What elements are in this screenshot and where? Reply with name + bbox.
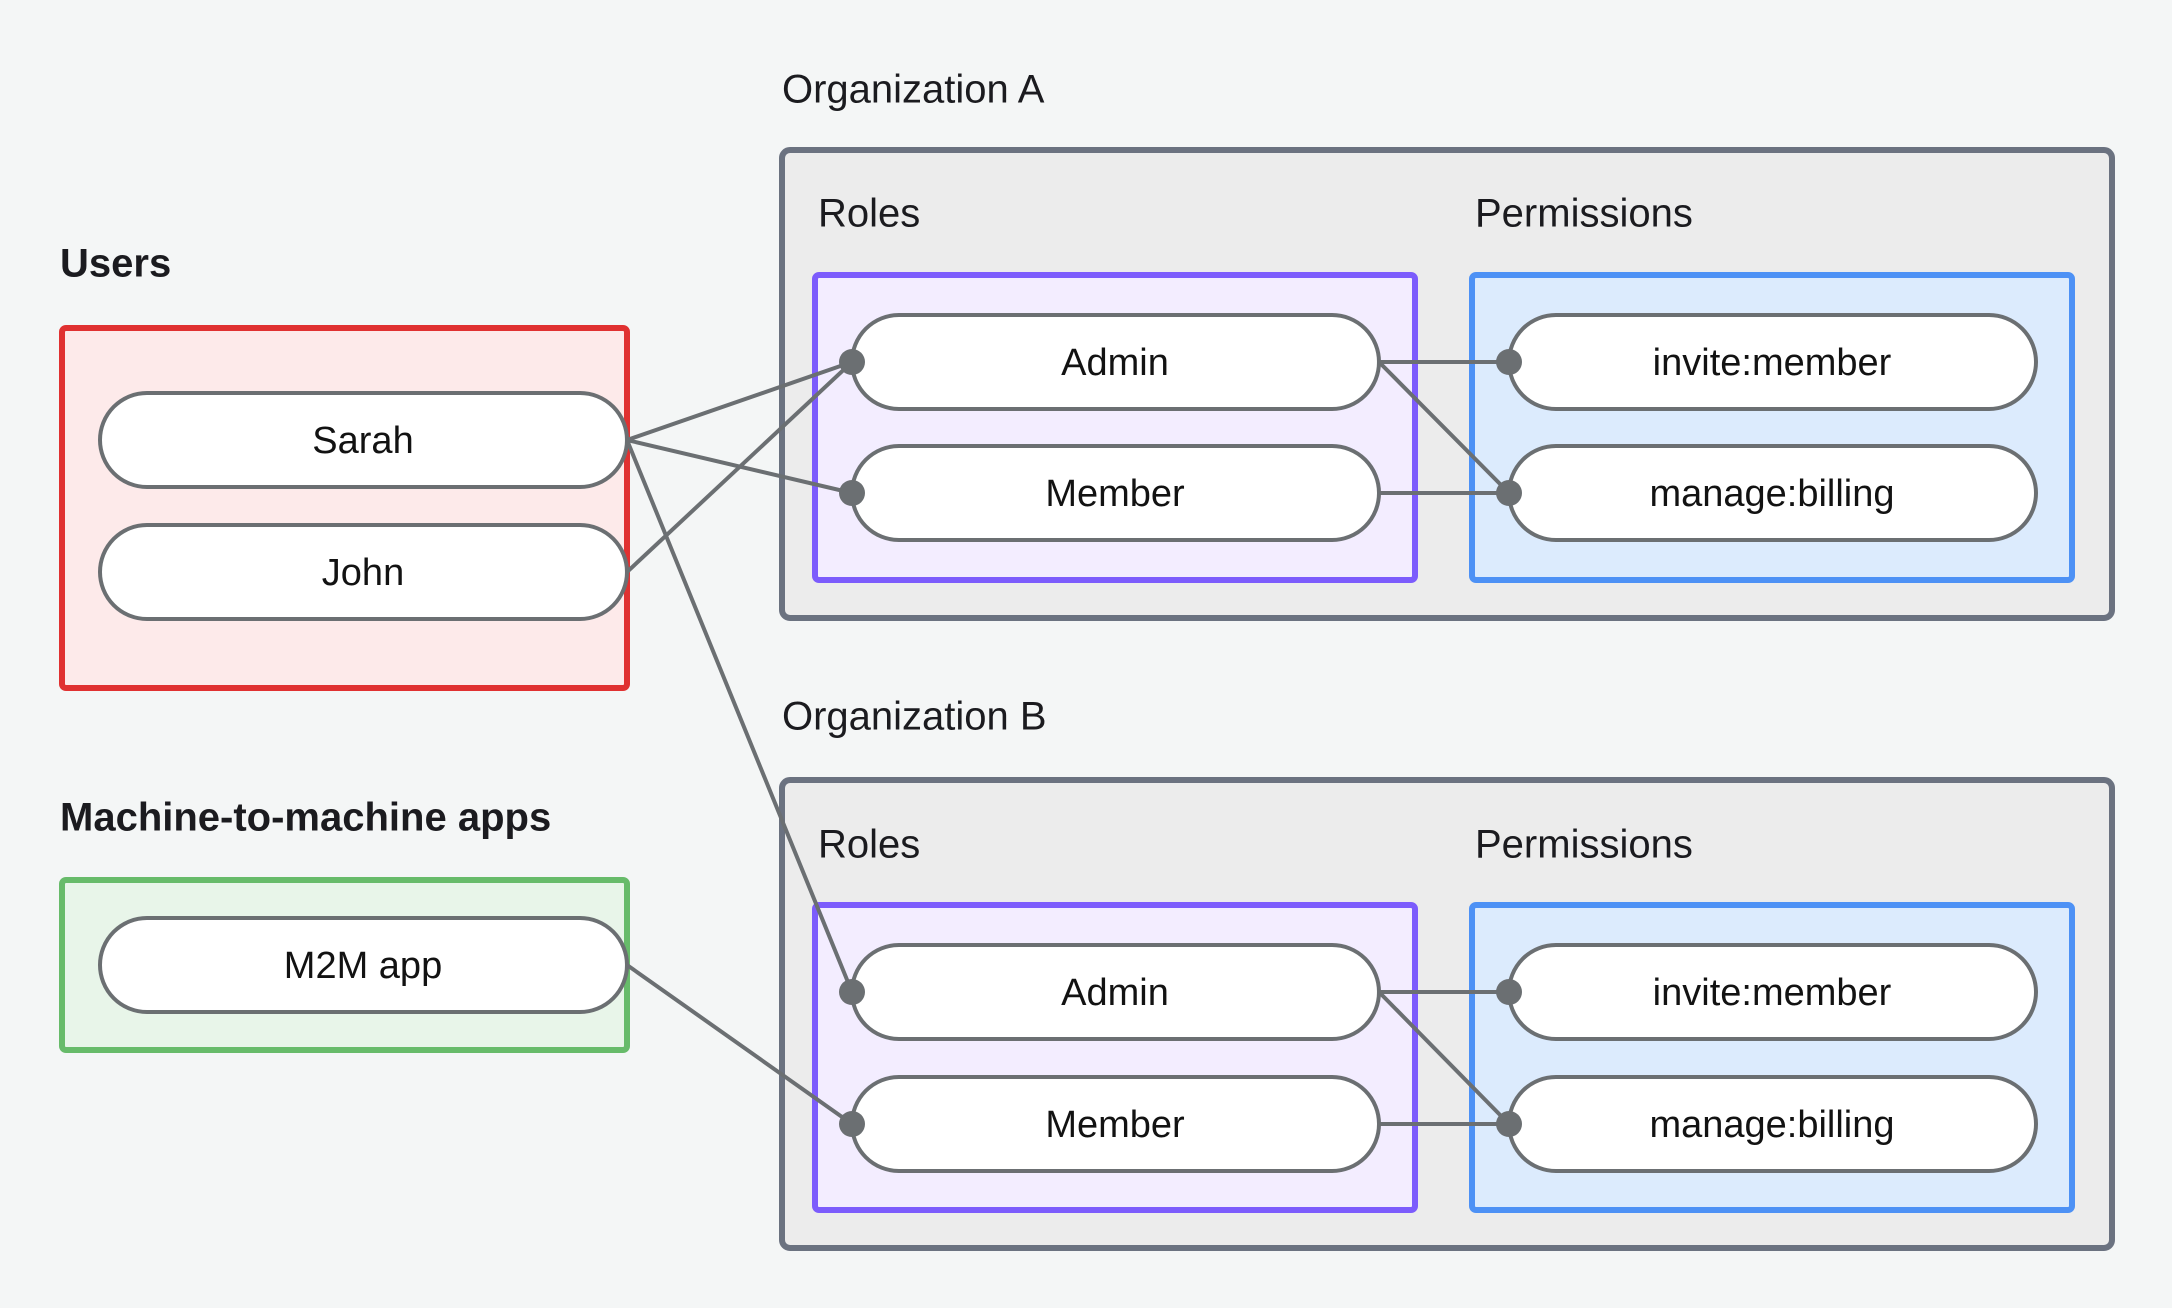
edge-dot-b-admin-in xyxy=(839,979,865,1005)
org-a-permissions-title: Permissions xyxy=(1475,192,1693,236)
node-b-invite-member[interactable]: invite:member xyxy=(1507,943,2038,1041)
edge-layer xyxy=(625,360,1511,1126)
node-a-member[interactable]: Member xyxy=(850,444,1381,542)
edge-sarah-to-a-admin xyxy=(625,360,854,442)
node-m2m-app-label: M2M app xyxy=(284,945,442,987)
edge-dot-a-member-in xyxy=(839,480,865,506)
node-m2m-app[interactable]: M2M app xyxy=(98,916,629,1014)
users-group-box xyxy=(59,325,630,691)
org-b-title: Organization B xyxy=(782,695,1047,739)
edge-dot-b-invite-member-in xyxy=(1496,979,1522,1005)
node-john[interactable]: John xyxy=(98,523,629,621)
node-john-label: John xyxy=(322,552,404,594)
org-b-roles-title: Roles xyxy=(818,823,920,867)
node-a-invite-member[interactable]: invite:member xyxy=(1507,313,2038,411)
edge-sarah-to-b-admin xyxy=(625,438,854,994)
node-a-manage-billing-label: manage:billing xyxy=(1649,473,1894,515)
edge-dot-a-admin-in xyxy=(839,349,865,375)
edge-dot-a-manage-billing-in xyxy=(1496,480,1522,506)
edge-m2m-app-to-b-member xyxy=(625,963,854,1126)
node-b-manage-billing[interactable]: manage:billing xyxy=(1507,1075,2038,1173)
edge-dot-b-manage-billing-in xyxy=(1496,1111,1522,1137)
node-b-manage-billing-label: manage:billing xyxy=(1649,1104,1894,1146)
edge-dot-b-member-in xyxy=(839,1111,865,1137)
edge-a-admin-to-a-manage-billing xyxy=(1377,360,1511,495)
node-b-invite-member-label: invite:member xyxy=(1653,972,1892,1014)
edge-john-to-a-admin xyxy=(625,360,854,574)
node-a-admin[interactable]: Admin xyxy=(850,313,1381,411)
node-a-manage-billing[interactable]: manage:billing xyxy=(1507,444,2038,542)
org-a-title: Organization A xyxy=(782,68,1045,112)
users-group-title: Users xyxy=(60,242,171,286)
node-b-admin[interactable]: Admin xyxy=(850,943,1381,1041)
org-a-roles-title: Roles xyxy=(818,192,920,236)
node-b-admin-label: Admin xyxy=(1061,972,1169,1014)
edge-dot-a-invite-member-in xyxy=(1496,349,1522,375)
node-sarah[interactable]: Sarah xyxy=(98,391,629,489)
org-b-permissions-title: Permissions xyxy=(1475,823,1693,867)
edge-b-admin-to-b-manage-billing xyxy=(1377,990,1511,1126)
node-b-member[interactable]: Member xyxy=(850,1075,1381,1173)
node-a-invite-member-label: invite:member xyxy=(1653,342,1892,384)
node-a-member-label: Member xyxy=(1045,473,1185,515)
node-a-admin-label: Admin xyxy=(1061,342,1169,384)
edge-dot-layer xyxy=(839,349,1522,1137)
node-sarah-label: Sarah xyxy=(312,420,413,462)
node-b-member-label: Member xyxy=(1045,1104,1185,1146)
m2m-group-title: Machine-to-machine apps xyxy=(60,796,551,840)
